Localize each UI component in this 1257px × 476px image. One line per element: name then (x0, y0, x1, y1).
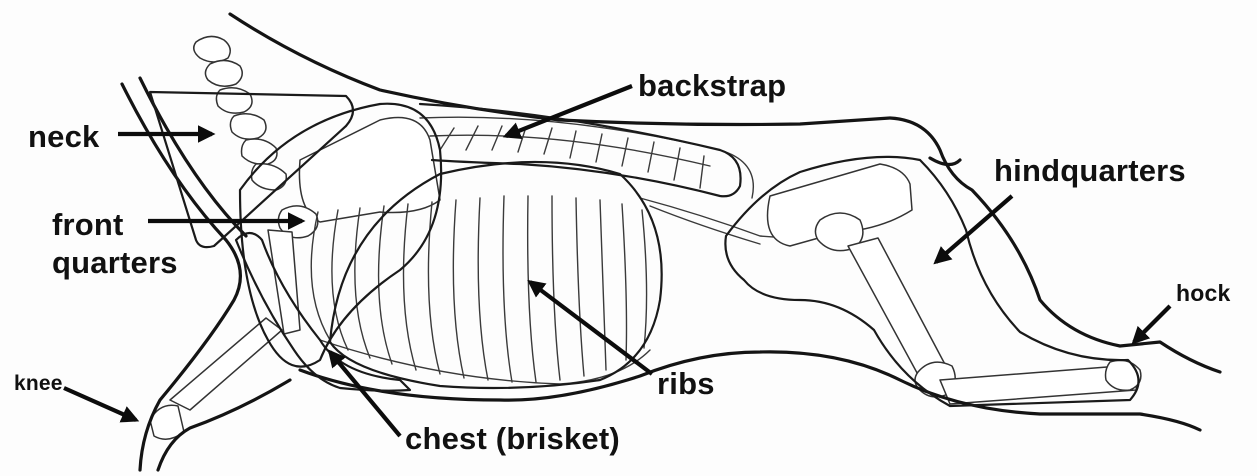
cervical-vertebrae (194, 36, 287, 190)
ribs-arrow (530, 282, 652, 374)
cut-regions (150, 92, 1139, 406)
hindquarters-label: hindquarters (994, 155, 1186, 186)
backstrap-label: backstrap (638, 70, 786, 101)
front-quarters-label-line1: front (52, 209, 124, 240)
knee-arrow (64, 388, 136, 420)
front-quarters-label-line2: quarters (52, 247, 178, 278)
chest-region-outline (236, 233, 410, 391)
neck-label: neck (28, 121, 99, 152)
hock-label: hock (1176, 282, 1230, 305)
hindquarters-arrow (936, 196, 1012, 262)
chest-brisket-label: chest (brisket) (405, 423, 620, 454)
hock-arrow (1134, 306, 1170, 342)
knee-label: knee (14, 373, 63, 394)
hind-leg-bones (768, 164, 1141, 404)
ribs-label: ribs (657, 368, 715, 399)
rib-cage (311, 196, 650, 384)
